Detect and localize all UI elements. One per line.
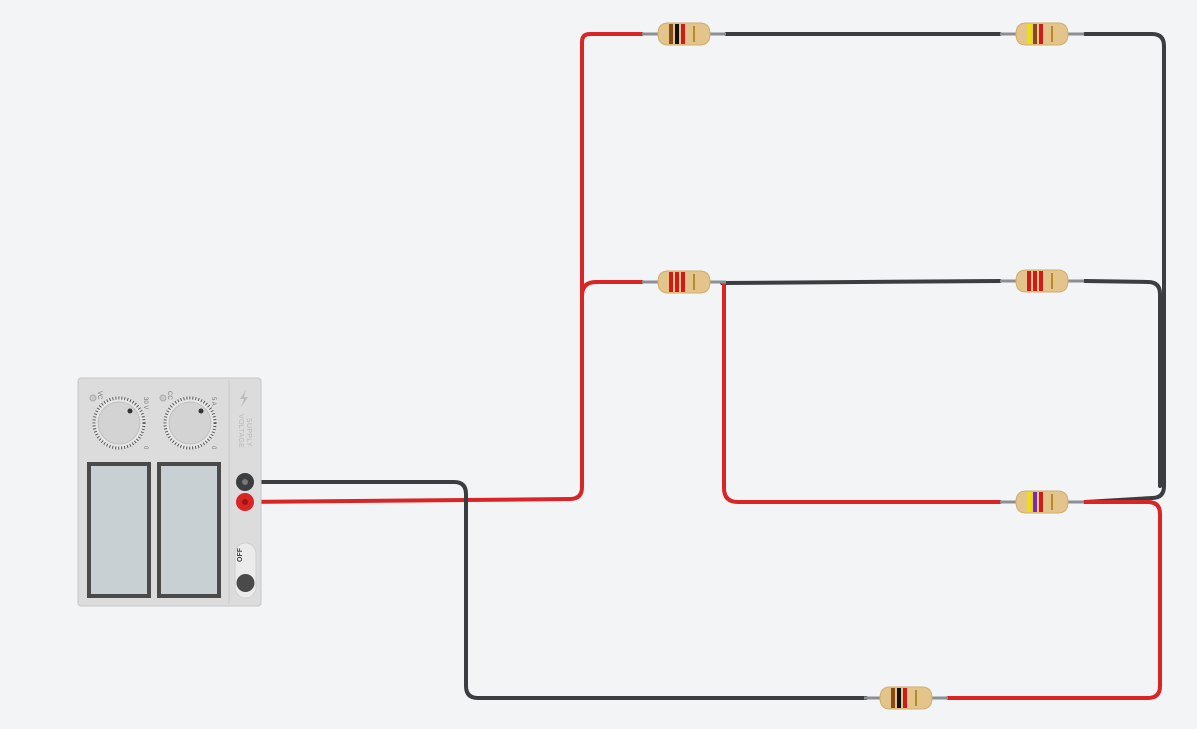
resistor-band (1027, 271, 1031, 291)
current-display (157, 462, 221, 598)
negative-terminal-hole (242, 479, 248, 485)
resistor-band (1039, 24, 1043, 44)
wire-positive-main[interactable] (243, 32, 644, 504)
power-switch-label: OFF (237, 547, 244, 562)
wire-right-return[interactable] (1083, 32, 1166, 504)
voltage-knob[interactable] (92, 396, 146, 450)
cc-indicator-led (159, 394, 167, 402)
resistor-band (675, 24, 679, 44)
resistor-band (1039, 492, 1043, 512)
resistor-r2[interactable] (1000, 22, 1084, 46)
resistor-r1[interactable] (642, 22, 726, 46)
voltage-max-label: 30 V (142, 397, 148, 409)
resistor-tolerance-band (693, 274, 695, 290)
resistor-r4[interactable] (1000, 269, 1084, 293)
resistor-band (1033, 271, 1037, 291)
power-switch[interactable]: OFF (234, 542, 257, 599)
resistor-band (1033, 492, 1037, 512)
resistor-r3[interactable] (642, 270, 726, 294)
resistor-band (897, 688, 901, 708)
brand-label-line1: VOLTAGE (237, 414, 244, 448)
resistors (642, 22, 1084, 710)
wire-negative-main[interactable] (243, 480, 868, 700)
voltage-min-label: 0 (142, 446, 148, 450)
resistor-band (675, 272, 679, 292)
resistor-band (1039, 271, 1043, 291)
resistor-band (1033, 24, 1037, 44)
resistor-tolerance-band (1051, 273, 1053, 289)
resistor-band (903, 688, 907, 708)
resistor-tolerance-band (915, 690, 917, 706)
wire-middle-right[interactable] (1083, 279, 1162, 488)
voltage-display (87, 462, 151, 598)
current-knob[interactable] (163, 396, 217, 450)
wire-middle-drop[interactable] (722, 282, 1002, 504)
current-max-label: 5 A (210, 397, 216, 406)
resistor-tolerance-band (1051, 494, 1053, 510)
brand-label-line2: SUPPLY (245, 418, 252, 447)
resistor-band (669, 272, 673, 292)
vc-indicator-label: VC (96, 391, 102, 400)
cc-indicator-label: CC (166, 391, 172, 400)
power-supply[interactable]: VC CC 30 V 0 5 A 0 VOLTAGE SUPPLY (77, 377, 262, 607)
resistor-band (891, 688, 895, 708)
resistor-tolerance-band (1051, 26, 1053, 42)
current-min-label: 0 (210, 446, 216, 450)
resistor-tolerance-band (693, 26, 695, 42)
wire-middle-return[interactable] (720, 279, 1002, 285)
resistor-band (669, 24, 673, 44)
resistor-band (1027, 24, 1031, 44)
resistor-band (681, 272, 685, 292)
wire-lower-right[interactable] (946, 500, 1162, 700)
resistor-band (1027, 492, 1031, 512)
resistor-r5[interactable] (1000, 490, 1084, 514)
lightning-icon (240, 390, 248, 407)
resistor-band (681, 24, 685, 44)
wires (243, 32, 1166, 700)
positive-terminal-hole (242, 499, 248, 505)
resistor-r6[interactable] (864, 686, 948, 710)
wire-positive-branch[interactable] (580, 280, 644, 298)
vc-indicator-led (89, 394, 97, 402)
